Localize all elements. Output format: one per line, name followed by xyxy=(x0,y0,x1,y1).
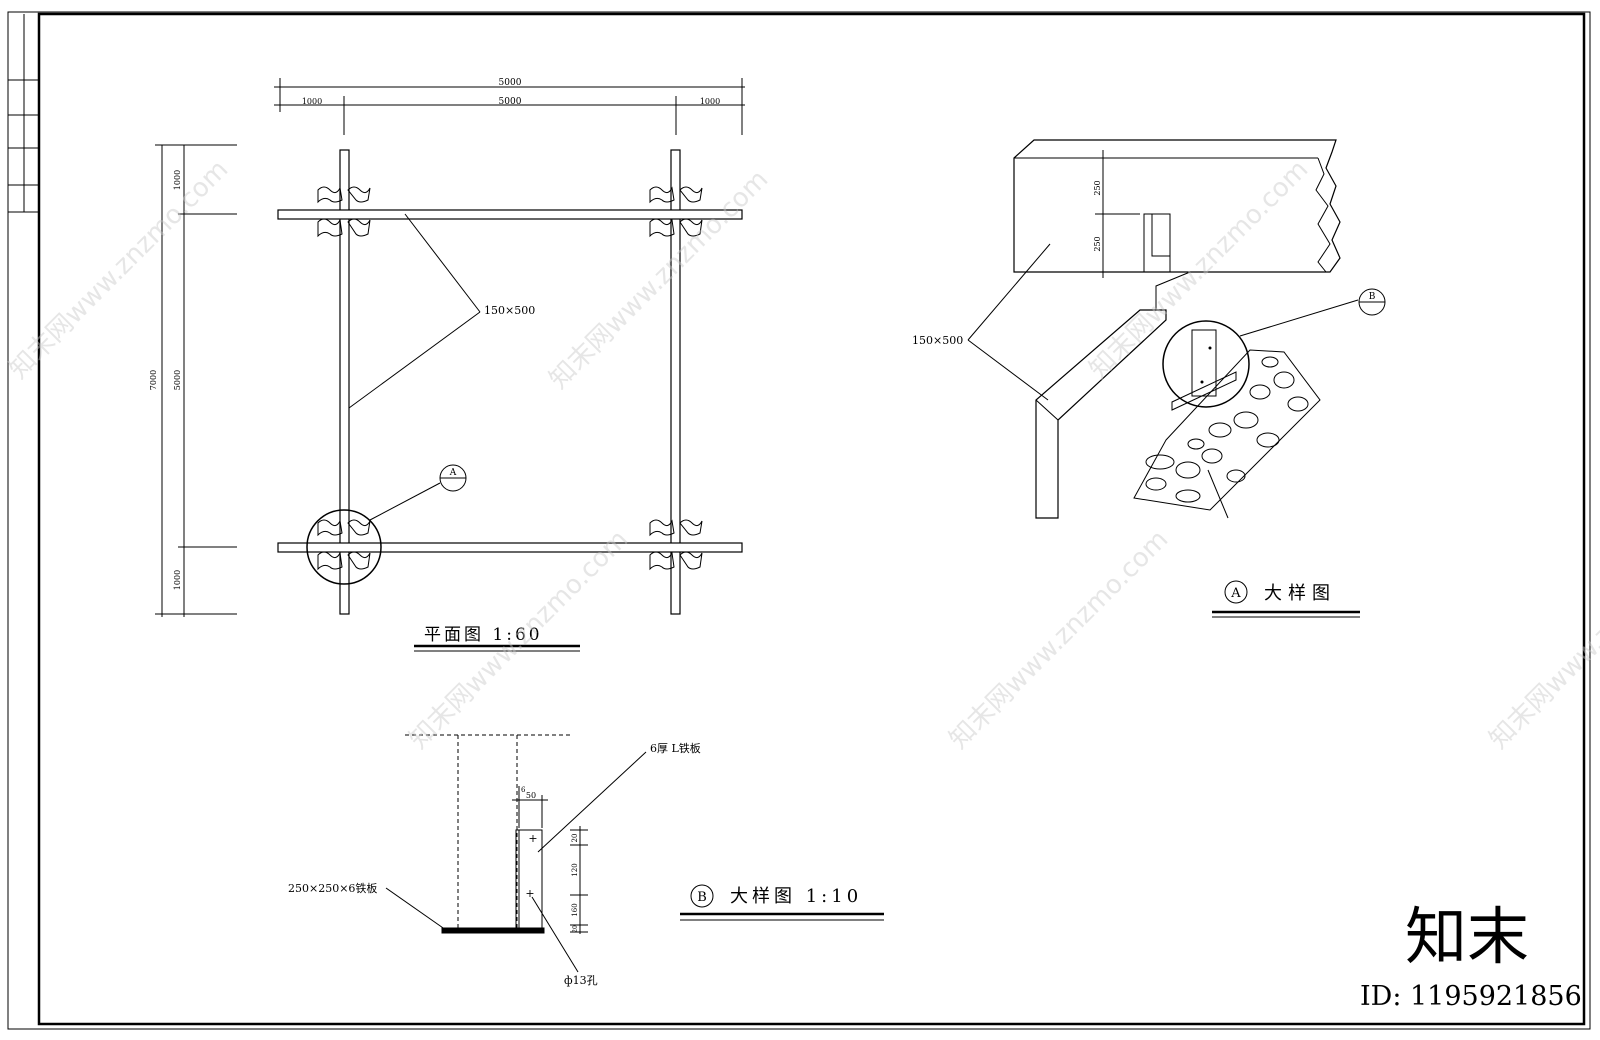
plan-beam-label: 150×500 xyxy=(484,304,535,317)
detail-a-view: 250 250 xyxy=(912,139,1386,618)
l-plate xyxy=(515,829,543,933)
callout-a-label: A xyxy=(449,468,457,478)
detail-a-marker-label: A xyxy=(1230,586,1241,601)
label-base-plate: 250×250×6铁板 xyxy=(288,881,377,895)
plan-view: 5000 1000 5000 1000 7000 1000 5000 1000 xyxy=(149,78,745,652)
dim-b-v2: 120 xyxy=(571,863,579,876)
title-strip xyxy=(8,14,39,213)
beam-vertical-left xyxy=(339,149,350,615)
detail-b-marker xyxy=(690,884,714,908)
detail-a-dim-2: 250 xyxy=(1093,236,1102,251)
detail-b-view: + + 6 50 20 120 160 20 6厚 L铁板 250×250×6铁… xyxy=(288,734,884,987)
detail-a-title: 大样图 xyxy=(1264,583,1336,604)
detail-a-beam-label: 150×500 xyxy=(912,334,963,347)
bolt-mark-top: + xyxy=(528,832,537,845)
dim-b-width: 50 xyxy=(526,791,536,800)
dim-top-mid: 5000 xyxy=(499,97,522,107)
bolt-mark-bottom: + xyxy=(525,887,534,900)
dim-top-left: 1000 xyxy=(302,97,322,106)
dim-top-overall: 5000 xyxy=(499,78,522,88)
detail-a-marker xyxy=(1224,580,1248,604)
dim-left-overall: 7000 xyxy=(149,370,158,390)
label-l-plate: 6厚 L铁板 xyxy=(650,741,701,755)
beam-vertical-right xyxy=(670,149,681,615)
detail-a-dim-1: 250 xyxy=(1093,180,1102,195)
bracket-plate xyxy=(1191,329,1217,397)
beam-horizontal-top xyxy=(277,209,743,220)
watermark-repeat-5: 知末网www.znzmo.com xyxy=(944,524,1175,755)
detail-b-marker-label: B xyxy=(697,890,707,905)
joint-cluster-bottom-left xyxy=(317,519,371,571)
dim-left-bottom: 1000 xyxy=(173,570,182,590)
detail-b-title: 大样图 1:10 xyxy=(730,886,862,907)
callout-b-label: B xyxy=(1369,292,1376,302)
plan-title: 平面图 1:60 xyxy=(424,625,543,645)
dim-top-right: 1000 xyxy=(700,97,720,106)
label-hole: ф13孔 xyxy=(564,974,598,987)
lower-beam xyxy=(1035,309,1167,519)
dim-b-v1: 20 xyxy=(571,834,579,843)
watermark-id: ID: 1195921856 xyxy=(1360,981,1582,1012)
dim-left-mid: 5000 xyxy=(173,370,182,390)
watermark-brand: 知末 xyxy=(1405,900,1529,973)
dim-b-v3: 160 xyxy=(571,903,579,916)
stone-fill xyxy=(1133,349,1321,511)
beam-horizontal-bottom xyxy=(277,542,743,553)
joint-cluster-top-left xyxy=(317,186,371,238)
detail-circle-a xyxy=(306,509,382,585)
joint-cluster-top-right xyxy=(649,186,703,238)
joint-cluster-bottom-right xyxy=(649,519,703,571)
top-beam xyxy=(1013,139,1341,273)
outer-border xyxy=(7,11,1591,1030)
base-plate xyxy=(441,927,545,934)
dim-b-thickness: 6 xyxy=(521,786,526,794)
inner-border xyxy=(37,12,1586,1026)
dim-left-top: 1000 xyxy=(173,170,182,190)
dim-b-v4: 20 xyxy=(572,925,579,933)
detail-circle-b xyxy=(1162,320,1250,408)
watermark-layer: 知末网www.znzmo.com 知末网www.znzmo.com 知末网www… xyxy=(4,154,1600,1012)
watermark-repeat-6: 知末网www.znzmo.com xyxy=(1484,524,1600,755)
